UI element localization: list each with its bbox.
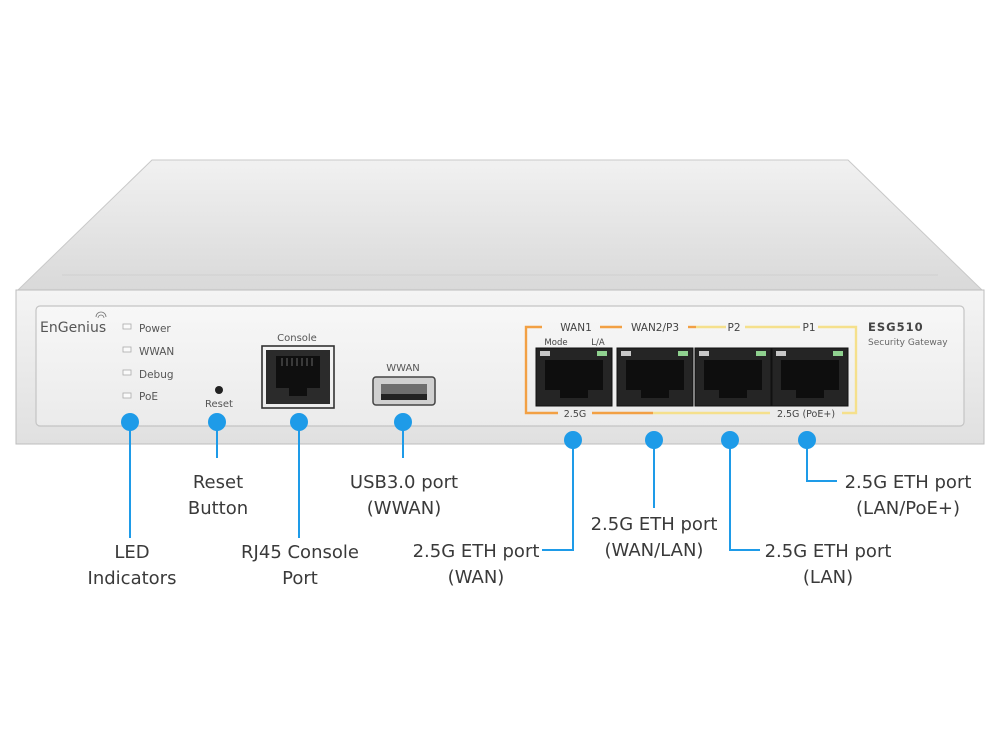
led-label-poe: PoE [139, 391, 158, 403]
eth-wan2p3-led2-icon [678, 351, 688, 356]
eth-p1-led2-icon [833, 351, 843, 356]
eth-p2-led-icon [699, 351, 709, 356]
eth-wan1-led-icon [540, 351, 550, 356]
callout-dot-lanpoe [798, 431, 816, 449]
console-port-frame [261, 345, 335, 409]
led-power-icon [122, 323, 132, 330]
port-label-wan1: WAN1 [560, 322, 592, 334]
led-label-wwan: WWAN [139, 346, 174, 358]
wifi-arcs-icon [95, 311, 107, 319]
callout-wan-line1: 2.5G ETH port [412, 541, 540, 562]
callout-reset-line2: Button [187, 498, 249, 519]
port-label-p1: P1 [802, 322, 815, 334]
eth-wan1-led2-icon [597, 351, 607, 356]
console-pins-icon [281, 358, 313, 366]
port-label-mode: Mode [544, 338, 567, 348]
callout-usb: USB3.0 port (WWAN) [340, 470, 468, 522]
eth-port-p2[interactable] [694, 347, 772, 407]
port-label-wan2p3: WAN2/P3 [631, 322, 679, 334]
led-label-debug: Debug [139, 369, 174, 381]
lan-group-yellow-frame-side [653, 325, 858, 415]
eth-port-p1[interactable] [771, 347, 849, 407]
callout-wan: 2.5G ETH port (WAN) [410, 539, 542, 591]
speed-left-bg [558, 407, 592, 419]
callout-dot-wanlan [645, 431, 663, 449]
speed-label-left: 2.5G [564, 409, 586, 420]
wwan-label: WWAN [386, 363, 420, 374]
callout-console-line1: RJ45 Console [241, 542, 359, 563]
console-label: Console [277, 333, 317, 344]
callout-usb-line2: (WWAN) [366, 498, 442, 519]
speed-right-bg [770, 407, 842, 419]
usb-gap-icon [381, 394, 427, 400]
eth-p1-led-icon [776, 351, 786, 356]
chassis-top [16, 159, 984, 291]
callout-wanlan-line1: 2.5G ETH port [590, 514, 718, 535]
port-label-la: L/A [591, 338, 605, 348]
model-name: ESG510 [868, 320, 924, 334]
eth-wan1-jack-icon [545, 360, 603, 398]
callout-dot-led [121, 413, 139, 431]
led-wwan-icon [122, 346, 132, 353]
callout-dot-usb [394, 413, 412, 431]
usb-tongue-icon [381, 384, 427, 394]
callout-lan-line1: 2.5G ETH port [764, 541, 892, 562]
eth-p2-led2-icon [756, 351, 766, 356]
callout-led-line2: Indicators [87, 568, 177, 589]
callout-lan: 2.5G ETH port (LAN) [762, 539, 894, 591]
eth-wan2p3-led-icon [621, 351, 631, 356]
callout-wanlan: 2.5G ETH port (WAN/LAN) [586, 512, 722, 564]
callout-lan-line2: (LAN) [802, 567, 854, 588]
reset-hole-icon[interactable] [215, 386, 223, 394]
callout-reset: Reset Button [172, 470, 264, 522]
eth-p2-jack-icon [704, 360, 762, 398]
callout-dot-console [290, 413, 308, 431]
callout-lines [129, 422, 837, 551]
callout-reset-line1: Reset [192, 472, 244, 493]
led-label-power: Power [139, 323, 171, 335]
callout-console: RJ45 Console Port [234, 540, 366, 592]
callout-dot-lan [721, 431, 739, 449]
port-label-p2: P2 [727, 322, 740, 334]
callout-dots [121, 413, 816, 449]
callout-dot-reset [208, 413, 226, 431]
brand-logo: EnGenius [40, 320, 106, 336]
callout-wanlan-line2: (WAN/LAN) [604, 540, 704, 561]
speed-label-right: 2.5G (PoE+) [777, 409, 835, 420]
model-subtitle: Security Gateway [868, 338, 948, 348]
led-indicator-list: Power WWAN Debug PoE [122, 323, 174, 403]
eth-p1-jack-icon [781, 360, 839, 398]
callout-lanpoe-line1: 2.5G ETH port [844, 472, 972, 493]
callout-wan-line2: (WAN) [447, 567, 505, 588]
callout-dot-wan [564, 431, 582, 449]
callout-lanpoe-line2: (LAN/PoE+) [855, 498, 960, 519]
reset-label: Reset [205, 399, 233, 410]
led-debug-icon [122, 369, 132, 376]
callout-usb-line1: USB3.0 port [349, 472, 459, 493]
eth-port-wan1[interactable] [535, 347, 613, 407]
eth-port-wan2p3[interactable] [616, 347, 694, 407]
eth-wan2p3-jack-icon [626, 360, 684, 398]
callout-led-line1: LED [114, 542, 150, 563]
callout-console-line2: Port [282, 568, 318, 589]
callout-led: LED Indicators [80, 540, 184, 592]
callout-lanpoe: 2.5G ETH port (LAN/PoE+) [840, 470, 976, 522]
led-poe-icon [122, 392, 132, 399]
